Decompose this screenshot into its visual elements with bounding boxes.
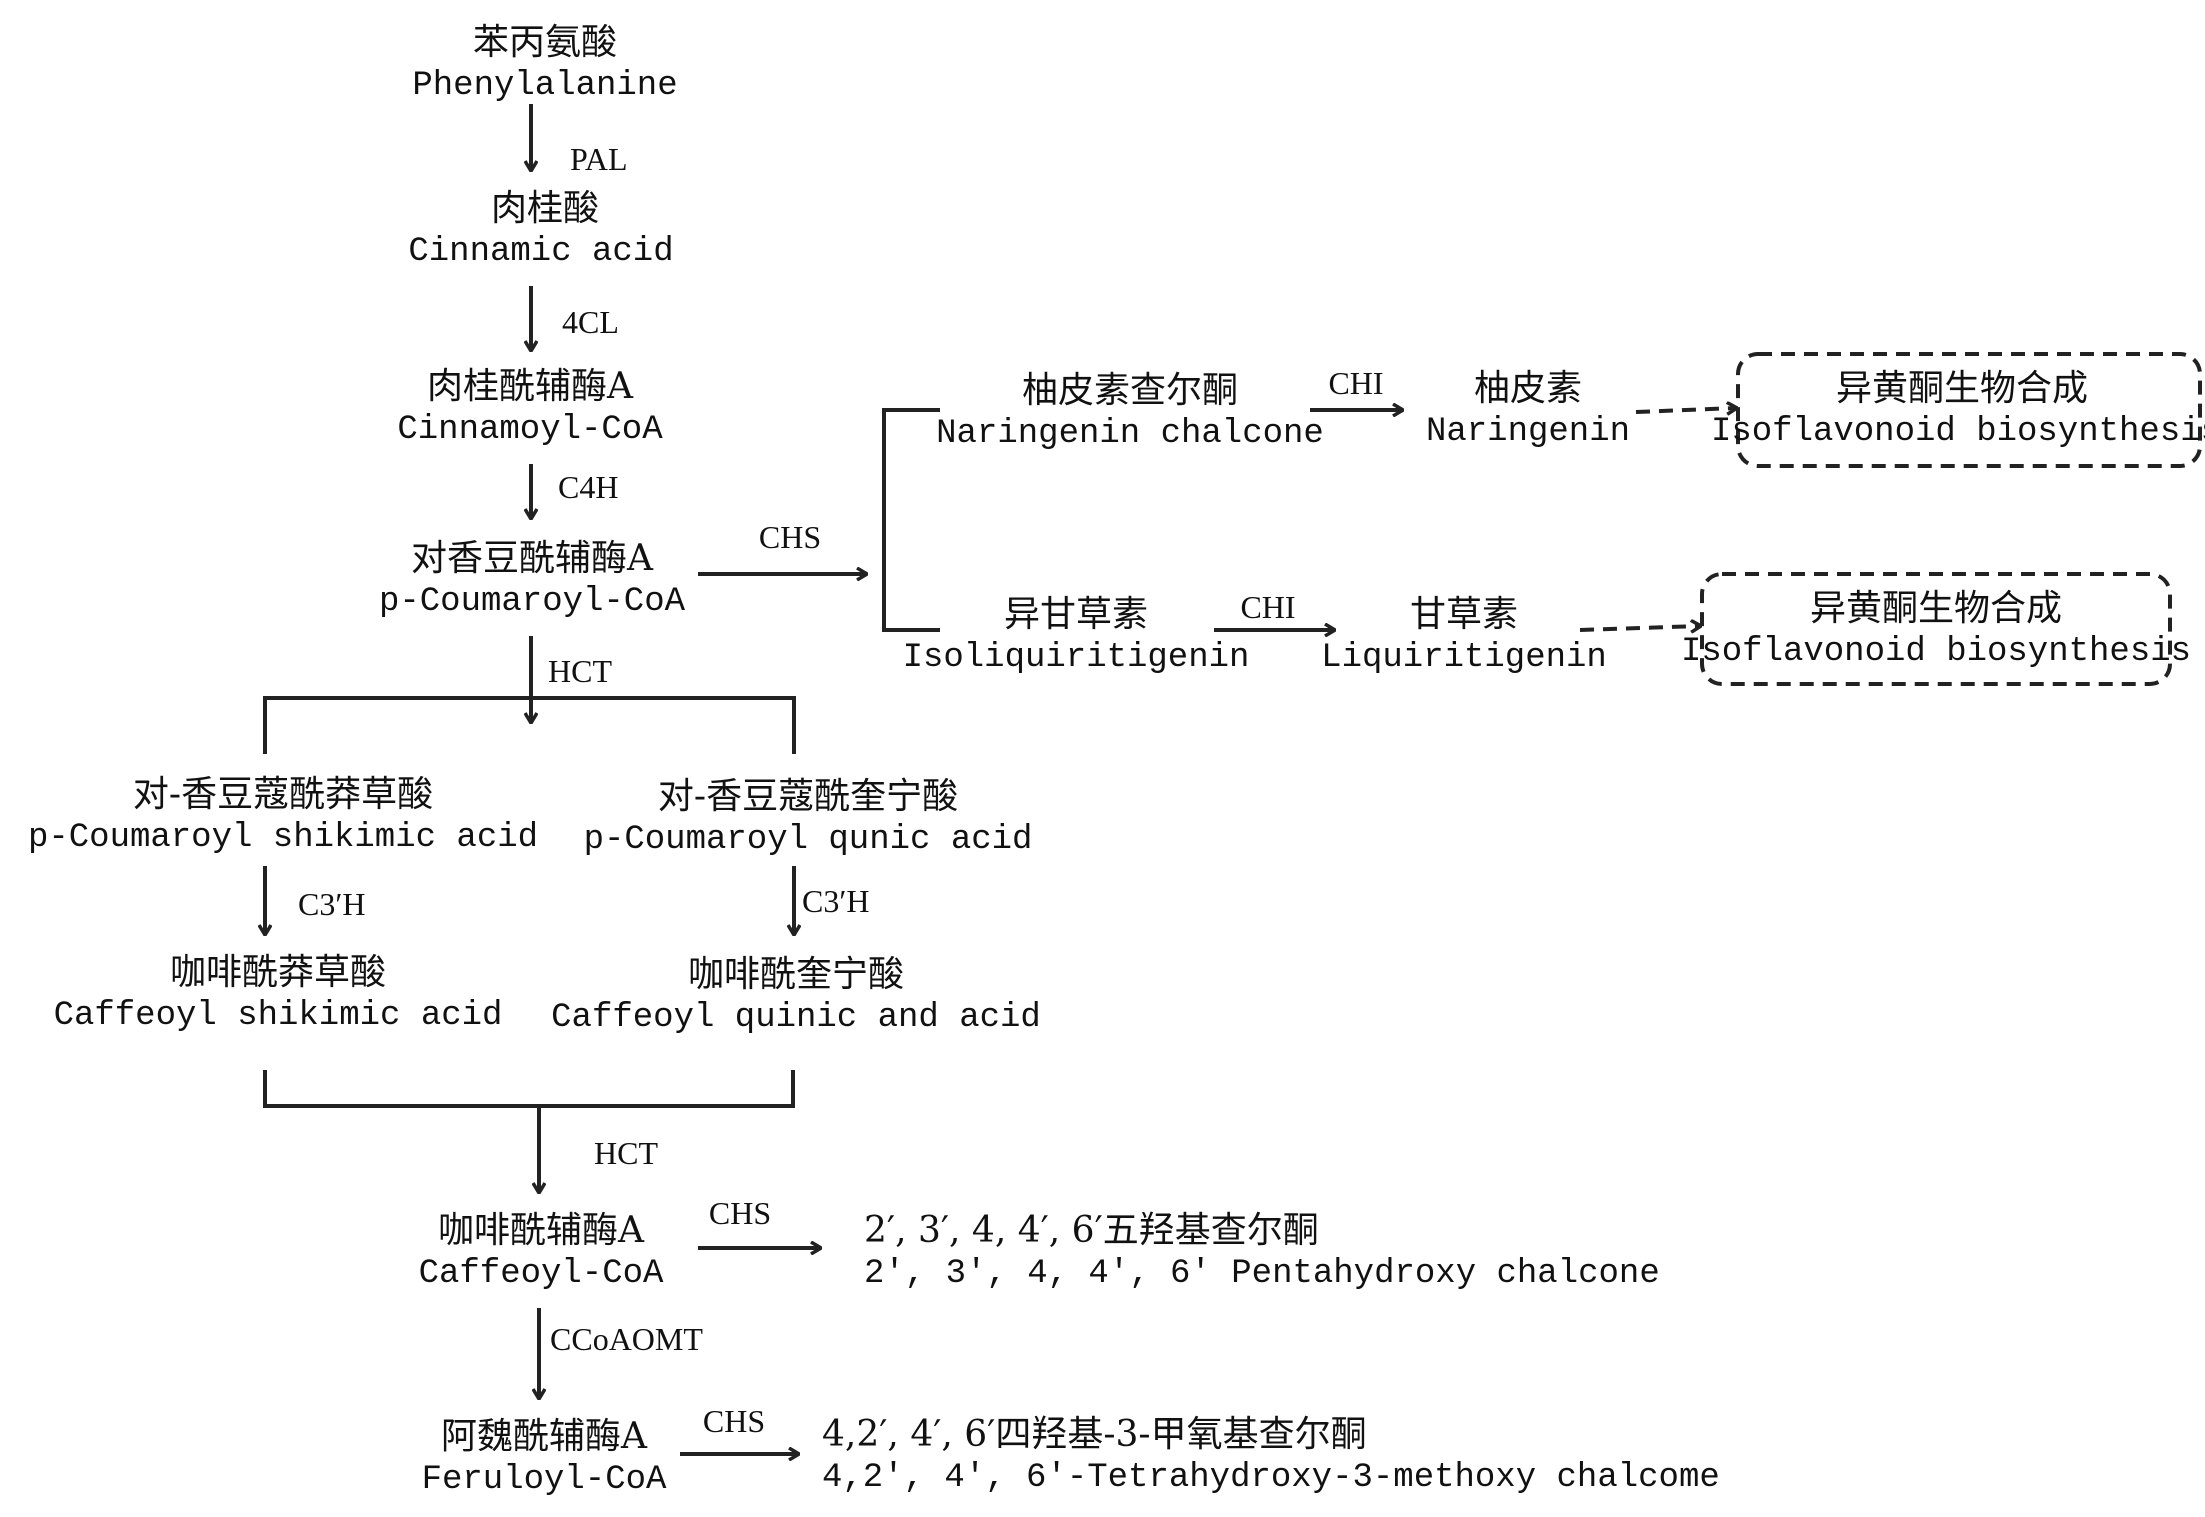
node-isoflavonoid-biosynthesis-1: 异黄酮生物合成 Isoflavonoid biosynthesis: [1711, 352, 2205, 468]
node-p-coumaroyl-qunic-acid: 对-香豆蔻酰奎宁酸 p-Coumaroyl qunic acid: [584, 776, 1033, 859]
enzyme-label: HCT: [594, 1135, 658, 1171]
node-caffeoyl-quinic-acid: 咖啡酰奎宁酸 Caffeoyl quinic and acid: [551, 954, 1041, 1037]
node-label-en: Isoflavonoid biosynthesis: [1681, 633, 2191, 671]
node-pentahydroxy-chalcone: 2′, 3′, 4, 4′, 6′五羟基查尔酮 2′, 3′, 4, 4′, 6…: [864, 1210, 1660, 1293]
node-naringenin: 柚皮素 Naringenin: [1426, 368, 1630, 451]
enzyme-label: CHI: [1328, 365, 1383, 401]
dashed-box: [1736, 352, 2202, 468]
node-label-cn: 4,2′, 4′, 6′四羟基-3-甲氧基查尔酮: [822, 1414, 1367, 1455]
enzyme-label: PAL: [570, 141, 628, 177]
node-label-en: Feruloyl-CoA: [422, 1461, 667, 1499]
enzyme-label: CHS: [759, 519, 821, 555]
arrow-to-isoflavonoid-1: [1635, 408, 1736, 412]
node-label-en: Caffeoyl quinic and acid: [551, 999, 1041, 1037]
node-label-cn: 咖啡酰莽草酸: [170, 952, 386, 993]
node-label-cn: 对香豆酰辅酶A: [411, 538, 654, 579]
node-label-en: Naringenin chalcone: [936, 415, 1324, 453]
node-label-en: Phenylalanine: [412, 67, 677, 105]
node-label-en: Isoliquiritigenin: [903, 639, 1250, 677]
node-label-en: Caffeoyl shikimic acid: [54, 997, 503, 1035]
node-naringenin-chalcone: 柚皮素查尔酮 Naringenin chalcone: [936, 370, 1324, 453]
node-label-cn: 柚皮素查尔酮: [1022, 370, 1238, 411]
node-label-en: Isoflavonoid biosynthesis: [1711, 413, 2205, 451]
node-label-cn: 阿魏酰辅酶A: [441, 1416, 648, 1457]
node-label-en: Liquiritigenin: [1321, 639, 1607, 677]
node-p-coumaroyl-coa: 对香豆酰辅酶A p-Coumaroyl-CoA: [379, 538, 686, 621]
node-label-cn: 柚皮素: [1474, 368, 1582, 409]
node-label-en: Cinnamoyl-CoA: [397, 411, 663, 449]
node-label-cn: 异黄酮生物合成: [1836, 368, 2088, 409]
enzyme-label: C3′H: [298, 886, 365, 922]
enzyme-label: CCoAOMT: [550, 1321, 703, 1357]
enzyme-label: C3′H: [802, 883, 869, 919]
node-cinnamic-acid: 肉桂酸 Cinnamic acid: [408, 188, 673, 271]
enzyme-label: CHS: [709, 1195, 771, 1231]
node-label-cn: 异甘草素: [1004, 594, 1148, 635]
node-tetrahydroxy-methoxy-chalcone: 4,2′, 4′, 6′四羟基-3-甲氧基查尔酮 4,2′, 4′, 6′-Te…: [822, 1414, 1720, 1497]
enzyme-label: HCT: [548, 653, 612, 689]
node-label-en: Cinnamic acid: [408, 233, 673, 271]
node-label-cn: 对-香豆蔻酰奎宁酸: [658, 776, 958, 817]
node-label-cn: 咖啡酰辅酶A: [438, 1210, 645, 1251]
node-cinnamoyl-coa: 肉桂酰辅酶A Cinnamoyl-CoA: [397, 366, 663, 449]
node-label-cn: 异黄酮生物合成: [1810, 588, 2062, 629]
node-label-cn: 咖啡酰奎宁酸: [688, 954, 904, 995]
node-isoflavonoid-biosynthesis-2: 异黄酮生物合成 Isoflavonoid biosynthesis: [1681, 572, 2191, 686]
node-caffeoyl-coa: 咖啡酰辅酶A Caffeoyl-CoA: [419, 1210, 664, 1293]
node-label-cn: 甘草素: [1410, 594, 1518, 635]
enzyme-label: 4CL: [562, 304, 619, 340]
arrow-to-isoflavonoid-2: [1579, 626, 1700, 630]
node-label-en: 4,2′, 4′, 6′-Tetrahydroxy-3-methoxy chal…: [822, 1459, 1720, 1497]
node-label-cn: 苯丙氨酸: [473, 22, 617, 63]
dashed-box: [1700, 572, 2172, 686]
node-feruloyl-coa: 阿魏酰辅酶A Feruloyl-CoA: [422, 1416, 667, 1499]
node-label-en: 2′, 3′, 4, 4′, 6′ Pentahydroxy chalcone: [864, 1255, 1660, 1293]
node-phenylalanine: 苯丙氨酸 Phenylalanine: [412, 22, 677, 105]
node-liquiritigenin: 甘草素 Liquiritigenin: [1321, 594, 1607, 677]
node-label-cn: 2′, 3′, 4, 4′, 6′五羟基查尔酮: [864, 1210, 1319, 1251]
node-label-cn: 对-香豆蔻酰莽草酸: [133, 774, 433, 815]
enzyme-label: CHS: [703, 1403, 765, 1439]
node-isoliquiritigenin: 异甘草素 Isoliquiritigenin: [903, 594, 1250, 677]
merge-bracket: [263, 1070, 795, 1108]
node-label-en: p-Coumaroyl shikimic acid: [28, 819, 538, 857]
node-label-en: Naringenin: [1426, 413, 1630, 451]
enzyme-label: CHI: [1240, 589, 1295, 625]
node-label-en: p-Coumaroyl-CoA: [379, 583, 686, 621]
node-caffeoyl-shikimic-acid: 咖啡酰莽草酸 Caffeoyl shikimic acid: [54, 952, 503, 1035]
branch-bracket-chs: [882, 408, 940, 632]
node-label-en: Caffeoyl-CoA: [419, 1255, 664, 1293]
node-label-en: p-Coumaroyl qunic acid: [584, 821, 1033, 859]
node-p-coumaroyl-shikimic-acid: 对-香豆蔻酰莽草酸 p-Coumaroyl shikimic acid: [28, 774, 538, 857]
node-label-cn: 肉桂酰辅酶A: [427, 366, 634, 407]
node-label-cn: 肉桂酸: [491, 188, 599, 229]
enzyme-label: C4H: [558, 469, 618, 505]
